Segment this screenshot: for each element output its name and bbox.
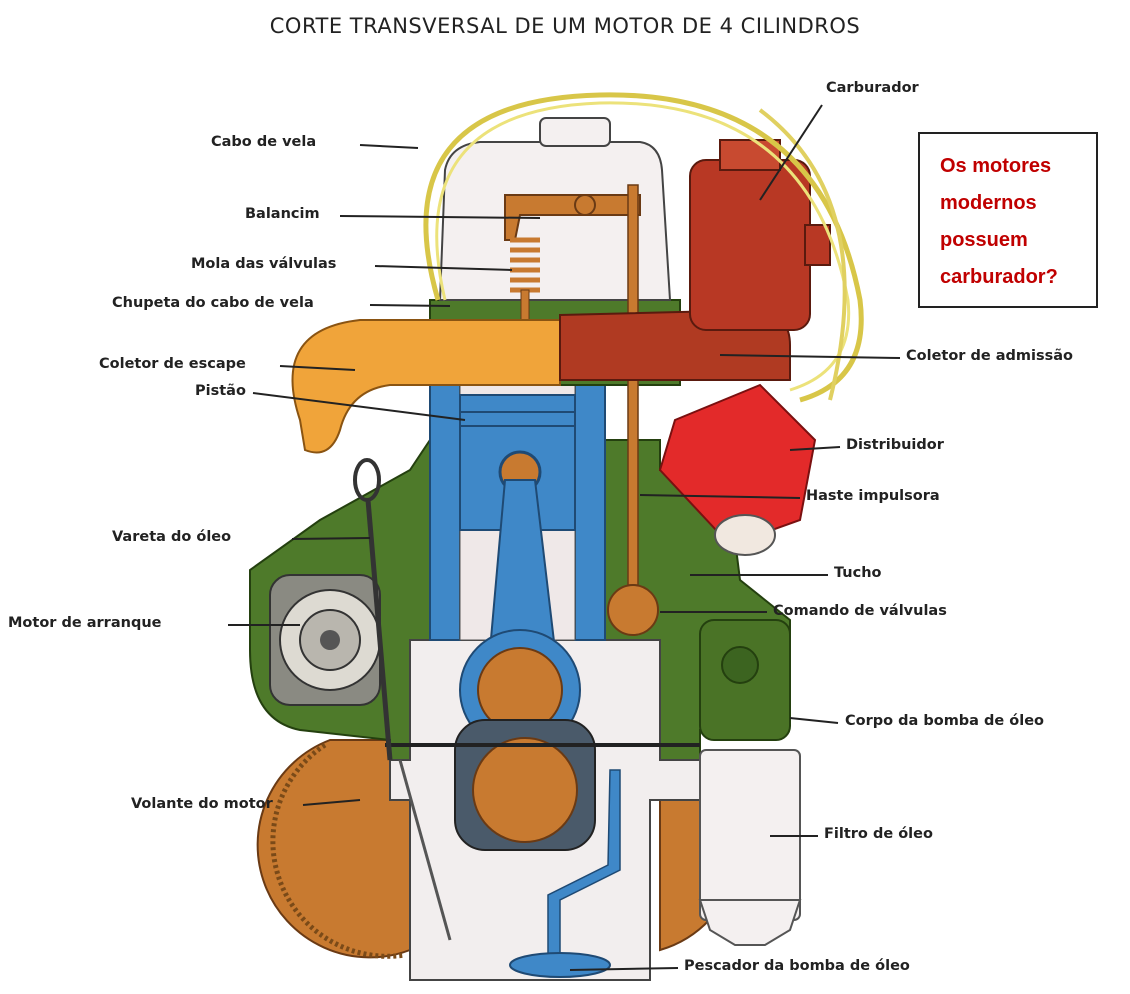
label-coletor-de-admissao: Coletor de admissão xyxy=(906,348,1074,364)
question-line: possuem xyxy=(940,229,1028,251)
carburetor xyxy=(689,139,831,331)
label-coletor-de-escape: Coletor de escape xyxy=(99,356,246,372)
diagram-title: CORTE TRANSVERSAL DE UM MOTOR DE 4 CILIN… xyxy=(269,14,861,38)
label-haste-impulsora: Haste impulsora xyxy=(806,488,940,504)
valve-cover xyxy=(438,117,672,301)
label-corpo-da-bomba-de-oleo: Corpo da bomba de óleo xyxy=(845,713,1045,729)
label-balancim: Balancim xyxy=(245,206,320,222)
label-tucho: Tucho xyxy=(834,565,882,581)
label-volante-do-motor: Volante do motor xyxy=(131,796,273,812)
oil-filter xyxy=(698,749,802,946)
label-pistao: Pistão xyxy=(195,383,246,399)
starter-motor xyxy=(269,574,381,706)
leader-lines xyxy=(228,104,901,971)
distributor xyxy=(658,383,817,556)
label-chupeta-do-cabo-de-vela: Chupeta do cabo de vela xyxy=(112,295,314,311)
question-line: Os motores xyxy=(940,155,1052,177)
label-distribuidor: Distribuidor xyxy=(846,437,944,453)
dipstick xyxy=(353,458,452,941)
label-motor-de-arranque: Motor de arranque xyxy=(8,615,162,631)
question-line: carburador? xyxy=(940,266,1058,288)
label-cabo-de-vela: Cabo de vela xyxy=(211,134,317,150)
question-callout: Os motores modernos possuem carburador? xyxy=(918,132,1098,308)
label-pescador-da-bomba-de-oleo: Pescador da bomba de óleo xyxy=(684,958,910,974)
crankshaft xyxy=(385,719,700,851)
oil-pickup xyxy=(509,769,621,978)
label-filtro-de-oleo: Filtro de óleo xyxy=(824,826,933,842)
question-line: modernos xyxy=(940,192,1037,214)
exhaust-manifold xyxy=(291,319,561,454)
label-mola-das-valvulas: Mola das válvulas xyxy=(191,256,337,272)
label-carburador: Carburador xyxy=(826,80,919,96)
label-vareta-do-oleo: Vareta do óleo xyxy=(112,529,232,545)
label-comando-de-valvulas: Comando de válvulas xyxy=(773,603,947,619)
spark-plug-wires xyxy=(423,92,864,403)
